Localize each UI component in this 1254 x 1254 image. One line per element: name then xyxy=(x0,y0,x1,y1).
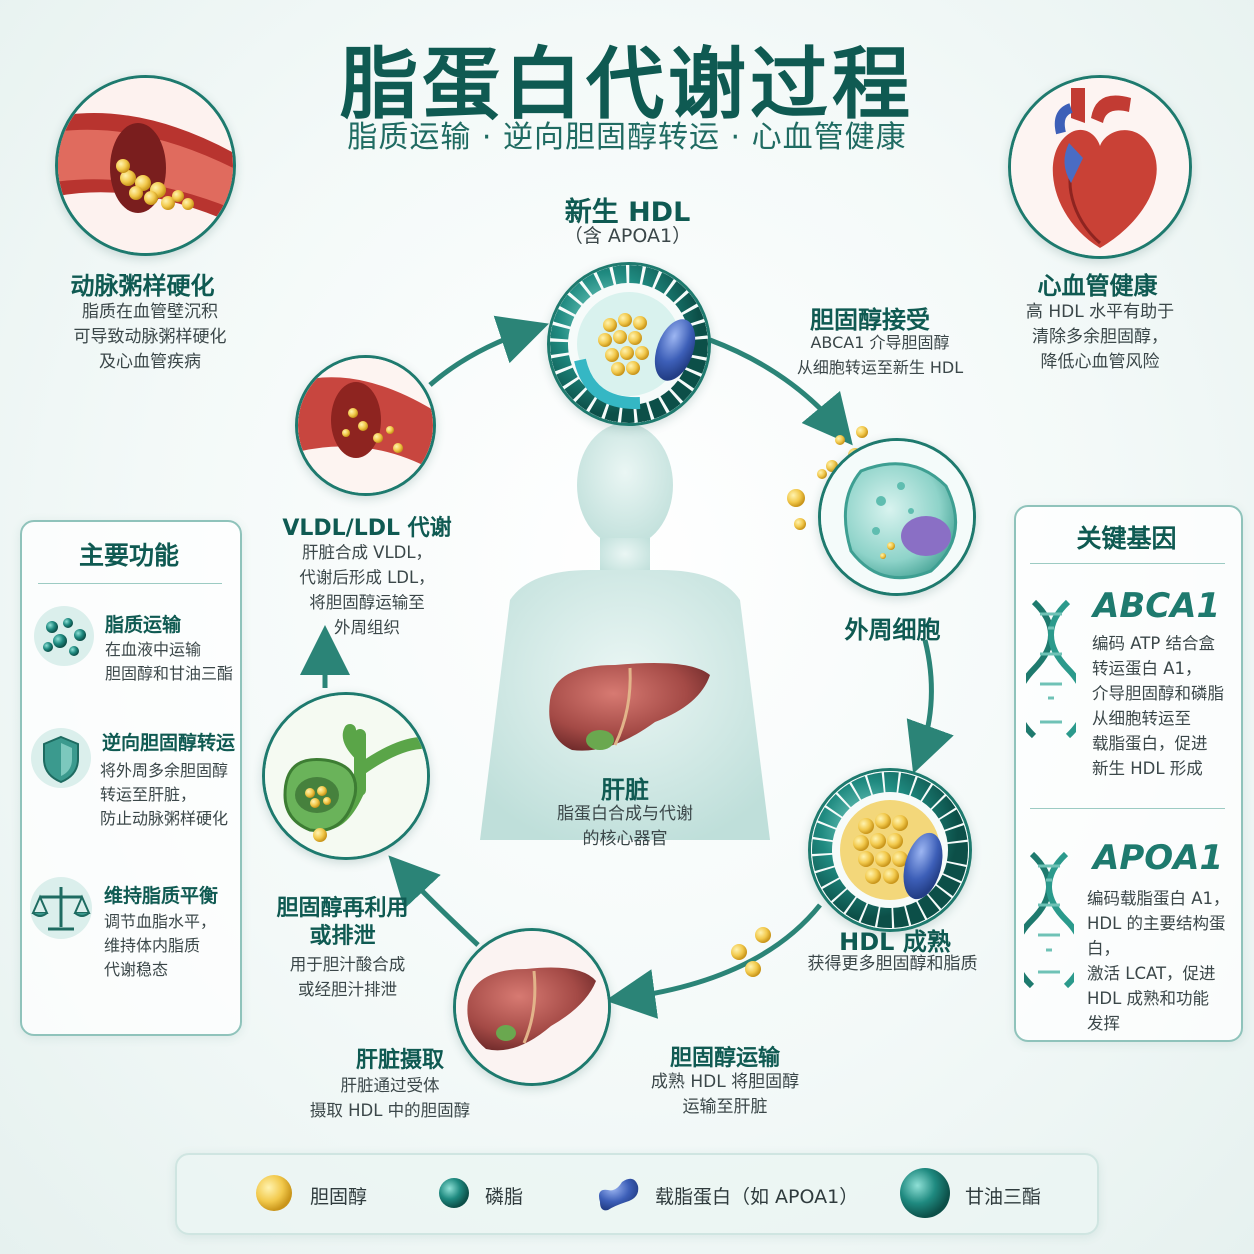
chol-transport-desc: 成熟 HDL 将胆固醇 运输至肝脏 xyxy=(650,1072,800,1117)
phospholipid-icon xyxy=(439,1178,469,1208)
shield-icon xyxy=(31,728,91,788)
artery-plaque-illustration xyxy=(55,75,236,256)
lipid-transport-icon xyxy=(34,606,94,666)
atherosclerosis-title: 动脉粥样硬化 xyxy=(70,272,215,300)
mature-hdl-title: HDL 成熟 xyxy=(839,928,951,956)
atherosclerosis-desc: 脂质在血管壁沉积 可导致动脉粥样硬化 及心血管疾病 xyxy=(73,302,227,372)
function-item-desc: 调节血脂水平， 维持体内脂质 代谢稳态 xyxy=(104,912,217,979)
functions-panel-title: 主要功能 xyxy=(78,541,179,570)
legend-label: 磷脂 xyxy=(485,1186,524,1208)
page-subtitle: 脂质运输 · 逆向胆固醇转运 · 心血管健康 xyxy=(347,120,907,155)
nascent-hdl-particle xyxy=(547,262,711,426)
triglyceride-icon xyxy=(900,1168,950,1218)
dna-icon xyxy=(1026,599,1076,739)
liver-uptake-illustration xyxy=(453,928,611,1086)
balance-scale-icon xyxy=(30,877,92,939)
genes-panel-title: 关键基因 xyxy=(1076,524,1177,553)
gene-name: ABCA1 xyxy=(1093,586,1221,626)
mature-hdl-particle xyxy=(808,768,972,932)
function-item-title: 脂质运输 xyxy=(105,614,182,636)
legend-label: 甘油三酯 xyxy=(965,1186,1042,1208)
cardio-health-title: 心血管健康 xyxy=(1037,272,1158,300)
page-title: 脂蛋白代谢过程 xyxy=(339,40,914,130)
vldl-title: VLDL/LDL 代谢 xyxy=(282,516,452,541)
vldl-vessel-illustration xyxy=(295,355,436,496)
genes-divider-2 xyxy=(1030,808,1225,809)
cholesterol-icon xyxy=(256,1175,292,1211)
chol-accept-desc: ABCA1 介导胆固醇 从细胞转运至新生 HDL xyxy=(796,333,964,377)
chol-reuse-title: 胆固醇再利用 或排泄 xyxy=(276,896,409,949)
cardio-health-desc: 高 HDL 水平有助于 清除多余胆固醇， 降低心血管风险 xyxy=(1025,302,1175,372)
nascent-hdl-title: 新生 HDL xyxy=(564,197,691,228)
central-liver xyxy=(549,662,710,751)
genes-divider-1 xyxy=(1030,563,1225,564)
liver-center-desc: 脂蛋白合成与代谢 的核心器官 xyxy=(557,804,693,849)
gene-desc: 编码 ATP 结合盒 转运蛋白 A1， 介导胆固醇和磷脂 从细胞转运至 载脂蛋白… xyxy=(1092,634,1224,778)
cholesterol-dots-2 xyxy=(731,927,771,977)
gene-desc: 编码载脂蛋白 A1， HDL 的主要结构蛋白， 激活 LCAT，促进 HDL 成… xyxy=(1087,889,1230,1033)
peripheral-cell xyxy=(818,438,976,596)
liver-uptake-desc: 肝脏通过受体 摄取 HDL 中的胆固醇 xyxy=(309,1076,471,1120)
chol-transport-title: 胆固醇运输 xyxy=(669,1046,780,1071)
mature-hdl-desc: 获得更多胆固醇和脂质 xyxy=(807,954,978,974)
vldl-desc: 肝脏合成 VLDL， 代谢后形成 LDL， 将胆固醇运输至 外周组织 xyxy=(299,543,435,637)
peripheral-cell-title: 外周细胞 xyxy=(844,616,941,644)
gallbladder-illustration xyxy=(262,692,430,860)
chol-accept-title: 胆固醇接受 xyxy=(810,306,930,334)
legend-label: 胆固醇 xyxy=(310,1186,368,1208)
gene-name: APOA1 xyxy=(1093,838,1224,878)
chol-reuse-desc: 用于胆汁酸合成 或经胆汁排泄 xyxy=(289,955,406,999)
nascent-hdl-subtitle: （含 APOA1） xyxy=(563,225,692,247)
liver-uptake-title: 肝脏摄取 xyxy=(355,1048,444,1073)
apolipoprotein-icon xyxy=(599,1178,639,1211)
functions-divider xyxy=(38,583,222,584)
genes-panel xyxy=(1014,505,1243,1042)
legend-label: 载脂蛋白（如 APOA1） xyxy=(655,1186,859,1208)
function-item-desc: 在血液中运输 胆固醇和甘油三酯 xyxy=(105,640,234,683)
liver-center-title: 肝脏 xyxy=(601,776,649,804)
function-item-desc: 将外周多余胆固醇 转运至肝脏， 防止动脉粥样硬化 xyxy=(100,761,229,828)
function-item-title: 维持脂质平衡 xyxy=(104,885,219,907)
dna-icon xyxy=(1024,851,1074,989)
heart-illustration xyxy=(1008,75,1192,259)
function-item-title: 逆向胆固醇转运 xyxy=(102,732,236,754)
